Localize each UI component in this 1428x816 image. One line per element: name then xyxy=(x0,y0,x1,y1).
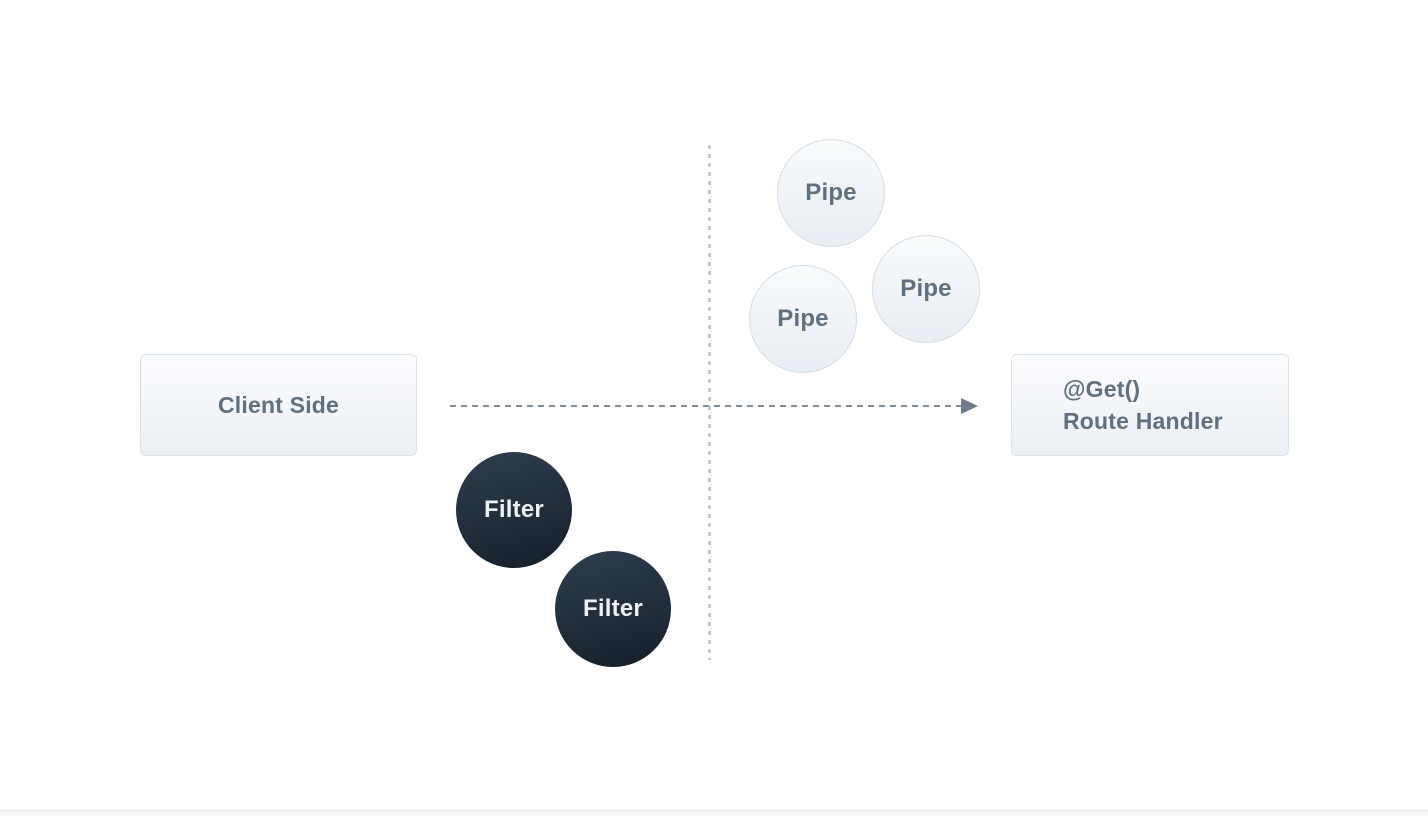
route-handler-box: @Get() Route Handler xyxy=(1011,354,1289,456)
filter-node: Filter xyxy=(555,551,671,667)
pipe-node: Pipe xyxy=(777,139,885,247)
client-side-label: Client Side xyxy=(217,391,340,418)
filter-node: Filter xyxy=(456,452,572,568)
vertical-dashed-guide-line xyxy=(708,145,711,660)
pipe-label: Pipe xyxy=(805,179,857,206)
route-handler-label: Route Handler xyxy=(1063,408,1223,434)
client-side-box: Client Side xyxy=(140,354,417,456)
arrow-right-icon xyxy=(961,398,978,414)
request-flow-dashed-line xyxy=(450,405,961,407)
page-section-divider xyxy=(0,810,1428,816)
filter-label: Filter xyxy=(583,595,643,622)
pipe-node: Pipe xyxy=(749,265,857,373)
pipe-label: Pipe xyxy=(777,305,829,332)
filter-label: Filter xyxy=(484,496,544,523)
pipe-label: Pipe xyxy=(900,275,952,302)
pipe-node: Pipe xyxy=(872,235,980,343)
route-handler-decorator-label: @Get() xyxy=(1063,376,1141,402)
